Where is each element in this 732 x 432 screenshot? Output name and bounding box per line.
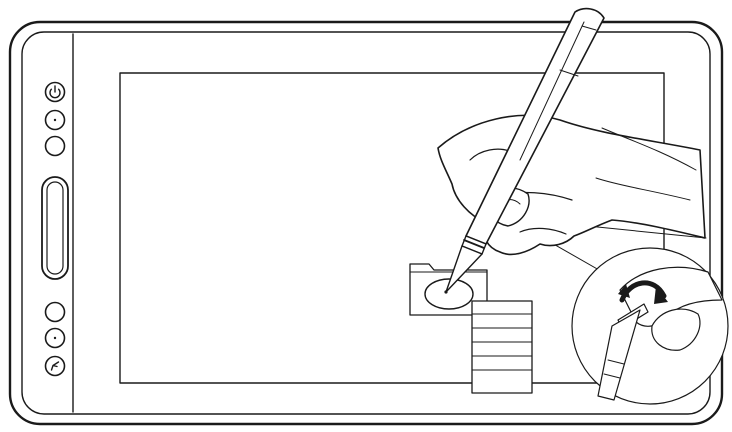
power-button[interactable] [44, 81, 66, 103]
dot-icon [53, 118, 57, 122]
tap-ellipse [424, 278, 474, 310]
express-keys-top [44, 81, 66, 157]
stylus [444, 7, 605, 294]
express-key-custom[interactable] [44, 355, 66, 377]
touch-strip[interactable] [41, 176, 69, 280]
express-key-blank-top[interactable] [44, 135, 66, 157]
express-key-dot-bottom[interactable] [44, 327, 66, 349]
power-icon [49, 85, 61, 99]
stylus-tip [444, 290, 448, 294]
express-key-blank-bottom[interactable] [44, 301, 66, 323]
document-list-icon [471, 300, 533, 394]
express-key-dot-top[interactable] [44, 109, 66, 131]
zoom-callout [571, 247, 729, 405]
tablet-body [8, 20, 724, 426]
rotate-arrow-icon [618, 280, 668, 304]
express-keys-bottom [44, 301, 66, 377]
dot-icon [53, 336, 57, 340]
custom-pen-icon [50, 361, 60, 371]
